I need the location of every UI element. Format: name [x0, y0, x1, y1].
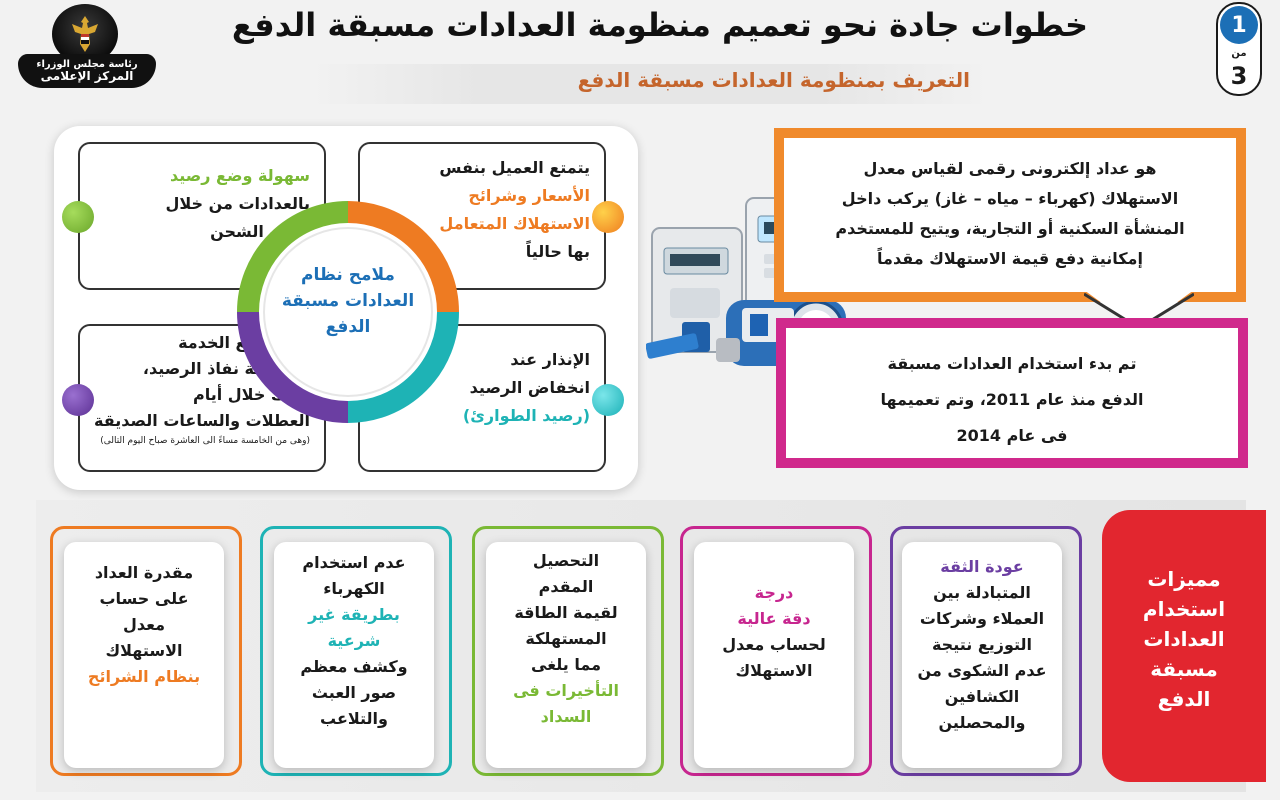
advantages-title: مميزات استخدام العدادات مسبقة الدفع [1102, 510, 1266, 782]
advantage-card-frame [472, 526, 664, 776]
feature-text: يتمتع العميل بنفس [439, 158, 590, 177]
ring-segment-teal [347, 311, 459, 423]
ring-label-line: العدادات مسبقة [281, 291, 415, 311]
page-of-label: من [1231, 48, 1247, 59]
gas-meter [646, 227, 743, 359]
advantage-text: عدم استخدام [302, 553, 406, 572]
eagle-icon [72, 16, 98, 52]
advantages-title-line: العدادات [1143, 627, 1225, 651]
meter-definition-box: هو عداد إلكترونى رقمى لقياس معدل الاستهل… [774, 128, 1246, 302]
advantage-text: بنظام الشرائح [87, 667, 201, 686]
ring-segment-purple [237, 311, 349, 423]
advantage-text: شرعية [327, 631, 381, 650]
feature-text: سهولة وضع رصيد [170, 166, 310, 185]
cabinet-logo: رئاسة مجلس الوزراء المركز الإعلامى [18, 4, 156, 88]
page-indicator: 1 من 3 [1216, 2, 1262, 96]
feature-text: الإنذار عند [510, 350, 590, 369]
advantage-card-tiers: مقدرة العداد على حساب معدل الاستهلاك بنظ… [64, 542, 224, 768]
advantage-text: التأخيرات فى [513, 681, 619, 700]
advantage-text: صور العبث [311, 683, 397, 702]
advantage-text: دقة عالية [737, 609, 811, 628]
page-total: 3 [1230, 62, 1248, 90]
page-title: خطوات جادة نحو تعميم منظومة العدادات مسب… [231, 6, 1089, 44]
page-subtitle: التعريف بمنظومة العدادات مسبقة الدفع [577, 68, 970, 92]
advantage-text: درجة [754, 583, 794, 602]
advantage-text: مما يلغى [531, 655, 601, 674]
advantage-card-frame [680, 526, 872, 776]
history-line: فى عام 2014 [956, 426, 1068, 445]
orange-dot [592, 201, 624, 233]
feature-footnote: (وهى من الخامسة مساءً الى العاشرة صباح ا… [100, 436, 310, 446]
ring-segment-green [237, 201, 349, 313]
feature-text: العطلات والساعات الصديقة [94, 411, 310, 430]
advantage-text: بطريقة غير [308, 605, 400, 624]
advantage-text: الكهرباء [323, 579, 385, 598]
advantage-card-accuracy: درجة دقة عالية لحساب معدل الاستهلاك [694, 542, 854, 768]
advantage-text: لقيمة الطاقة [514, 603, 618, 622]
feature-text: (رصيد الطوارئ) [462, 406, 590, 425]
advantage-card-frame [50, 526, 242, 776]
purple-dot [62, 384, 94, 416]
logo-line-1: رئاسة مجلس الوزراء [36, 58, 138, 70]
advantage-text: التحصيل [532, 551, 600, 570]
meter-history-box: تم بدء استخدام العدادات مسبقة الدفع منذ … [776, 318, 1248, 468]
advantage-text: والمحصلين [938, 713, 1026, 732]
feature-text: بها حالياً [525, 242, 590, 261]
advantage-text: عودة الثقة [940, 557, 1024, 576]
advantage-text: الاستهلاك [735, 661, 813, 680]
logo-line-2: المركز الإعلامى [40, 68, 134, 83]
advantage-text: العملاء وشركات [919, 609, 1045, 628]
history-line: تم بدء استخدام العدادات مسبقة [887, 354, 1137, 373]
feature-text: الأسعار وشرائح [468, 186, 590, 205]
advantage-text: وكشف معظم [300, 657, 408, 676]
features-ring [237, 201, 459, 423]
green-dot [62, 201, 94, 233]
definition-line: إمكانية دفع قيمة الاستهلاك مقدماً [877, 249, 1143, 268]
subtitle-band [310, 64, 990, 104]
ring-center-label: ملامح نظام العدادات مسبقة الدفع [262, 262, 434, 362]
teal-dot [592, 384, 624, 416]
advantages-title-line: استخدام [1142, 597, 1226, 621]
advantages-title-line: مميزات [1147, 567, 1221, 591]
advantage-text: على حساب [99, 589, 189, 608]
advantage-text: السداد [540, 707, 592, 726]
advantage-text: لحساب معدل [722, 635, 826, 654]
advantage-card-frame [260, 526, 452, 776]
advantage-text: المتبادلة بين [933, 583, 1031, 602]
advantage-text: عدم الشكوى من [917, 661, 1047, 680]
logo-ribbon: رئاسة مجلس الوزراء المركز الإعلامى [18, 54, 156, 88]
advantage-text: معدل [122, 615, 166, 634]
history-line: الدفع منذ عام 2011، وتم تعميمها [880, 390, 1144, 409]
advantages-title-line: مسبقة [1150, 657, 1218, 681]
ring-label-line: ملامح نظام [301, 265, 395, 285]
feature-text: انخفاض الرصيد [469, 378, 590, 397]
definition-line: الاستهلاك (كهرباء – مياه – غاز) يركب داخ… [841, 189, 1179, 208]
definition-line: هو عداد إلكترونى رقمى لقياس معدل [863, 159, 1157, 178]
ring-label-line: الدفع [325, 317, 371, 337]
advantage-card-tamper: عدم استخدام الكهرباء بطريقة غير شرعية وك… [274, 542, 434, 768]
definition-line: المنشأة السكنية أو التجارية، ويتيح للمست… [835, 219, 1185, 238]
advantage-card-frame [890, 526, 1082, 776]
ring-segment-orange [347, 201, 459, 313]
feature-text: بالعدادات من خلال [165, 194, 310, 213]
advantages-title-line: الدفع [1157, 687, 1211, 711]
page-current: 1 [1220, 6, 1258, 44]
advantage-text: المقدم [538, 577, 594, 596]
advantage-text: المستهلكة [525, 629, 607, 648]
advantage-card-prepayment: التحصيل المقدم لقيمة الطاقة المستهلكة مم… [486, 542, 646, 768]
advantage-text: والتلاعب [320, 709, 388, 728]
advantage-text: مقدرة العداد [94, 563, 194, 582]
advantage-text: التوزيع نتيجة [931, 635, 1033, 654]
advantage-card-trust: عودة الثقة المتبادلة بين العملاء وشركات … [902, 542, 1062, 768]
advantage-text: الكشافين [944, 687, 1020, 706]
feature-text: الاستهلاك المتعامل [439, 214, 590, 233]
advantage-text: الاستهلاك [105, 641, 183, 660]
